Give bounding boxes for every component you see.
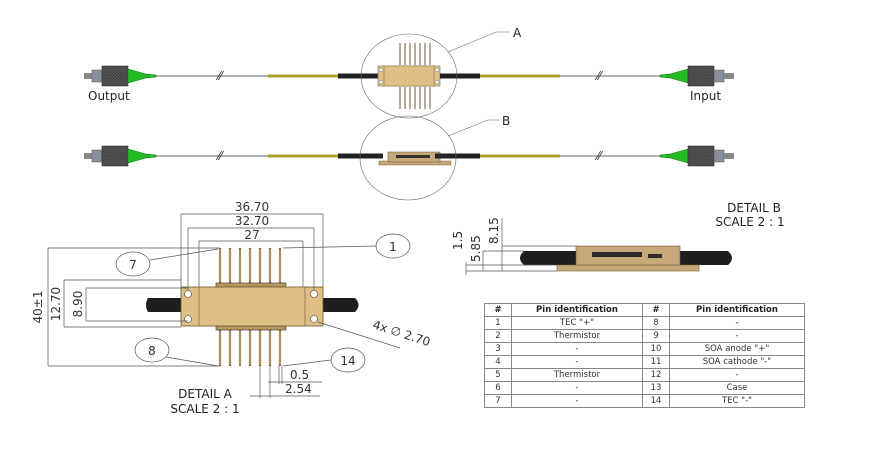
dim-pin-width: 0.5 [290, 368, 309, 382]
detail-a-title: DETAIL A [178, 387, 232, 401]
svg-text:8: 8 [148, 344, 156, 358]
svg-text:1: 1 [389, 240, 397, 254]
output-label: Output [88, 89, 130, 103]
fiber-jacket [268, 74, 338, 78]
break-mark: ⁄⁄ [594, 69, 604, 83]
detail-a-circle [360, 33, 458, 119]
break-mark: ⁄⁄ [215, 69, 225, 83]
callout-a: A [513, 26, 522, 40]
output-connector-side-icon [84, 145, 157, 167]
pin-table-header: # Pin identification # Pin identificatio… [484, 303, 805, 317]
dim-overall-width: 36.70 [235, 200, 269, 214]
pin-table: # Pin identification # Pin identificatio… [484, 303, 805, 408]
package-body [180, 286, 324, 327]
dim-hole-spacing: 32.70 [235, 214, 269, 228]
dim-height-total: 40±1 [31, 291, 45, 324]
dim-holes: 4x ∅ 2.70 [371, 318, 432, 350]
break-mark: ⁄⁄ [594, 149, 604, 163]
balloon-7 [115, 251, 151, 277]
break-mark: ⁄⁄ [215, 149, 225, 163]
dim-fiber-height: 5.85 [469, 235, 483, 262]
dim-height-holes: 8.90 [71, 291, 85, 318]
input-label: Input [690, 89, 721, 103]
mounting-hole [310, 290, 318, 298]
detail-a-scale: SCALE 2 : 1 [170, 402, 239, 416]
input-connector-side-icon [659, 145, 734, 167]
balloon-8 [134, 337, 170, 363]
top-view-assembly: ⁄⁄ ⁄⁄ [84, 26, 734, 119]
output-connector-icon [84, 65, 157, 87]
detail-b-drawing: 1.5 5.85 8.15 DETAIL B SCALE 2 : 1 [451, 201, 785, 275]
svg-text:7: 7 [129, 258, 137, 272]
callout-b: B [502, 114, 510, 128]
svg-text:14: 14 [340, 354, 355, 368]
mounting-hole [310, 315, 318, 323]
package-top [377, 43, 441, 109]
side-view-assembly: ⁄⁄ ⁄⁄ B [84, 114, 734, 201]
fiber-tube [440, 73, 480, 79]
mounting-hole [184, 315, 192, 323]
dim-flange: 1.5 [451, 231, 465, 250]
detail-b-circle [359, 115, 457, 201]
dim-pin-span: 27 [244, 228, 259, 242]
detail-a-drawing: 36.70 32.70 27 40±1 12.70 8.90 7 1 8 14 … [31, 200, 432, 416]
fiber-tube [338, 73, 378, 79]
detail-b-scale: SCALE 2 : 1 [715, 215, 784, 229]
input-connector-icon [659, 65, 734, 87]
dim-pin-pitch: 2.54 [285, 382, 312, 396]
dim-body-height: 8.15 [487, 217, 501, 244]
mounting-hole [184, 290, 192, 298]
detail-b-title: DETAIL B [727, 201, 781, 215]
fiber-jacket [480, 74, 560, 78]
dim-height-body: 12.70 [49, 287, 63, 321]
